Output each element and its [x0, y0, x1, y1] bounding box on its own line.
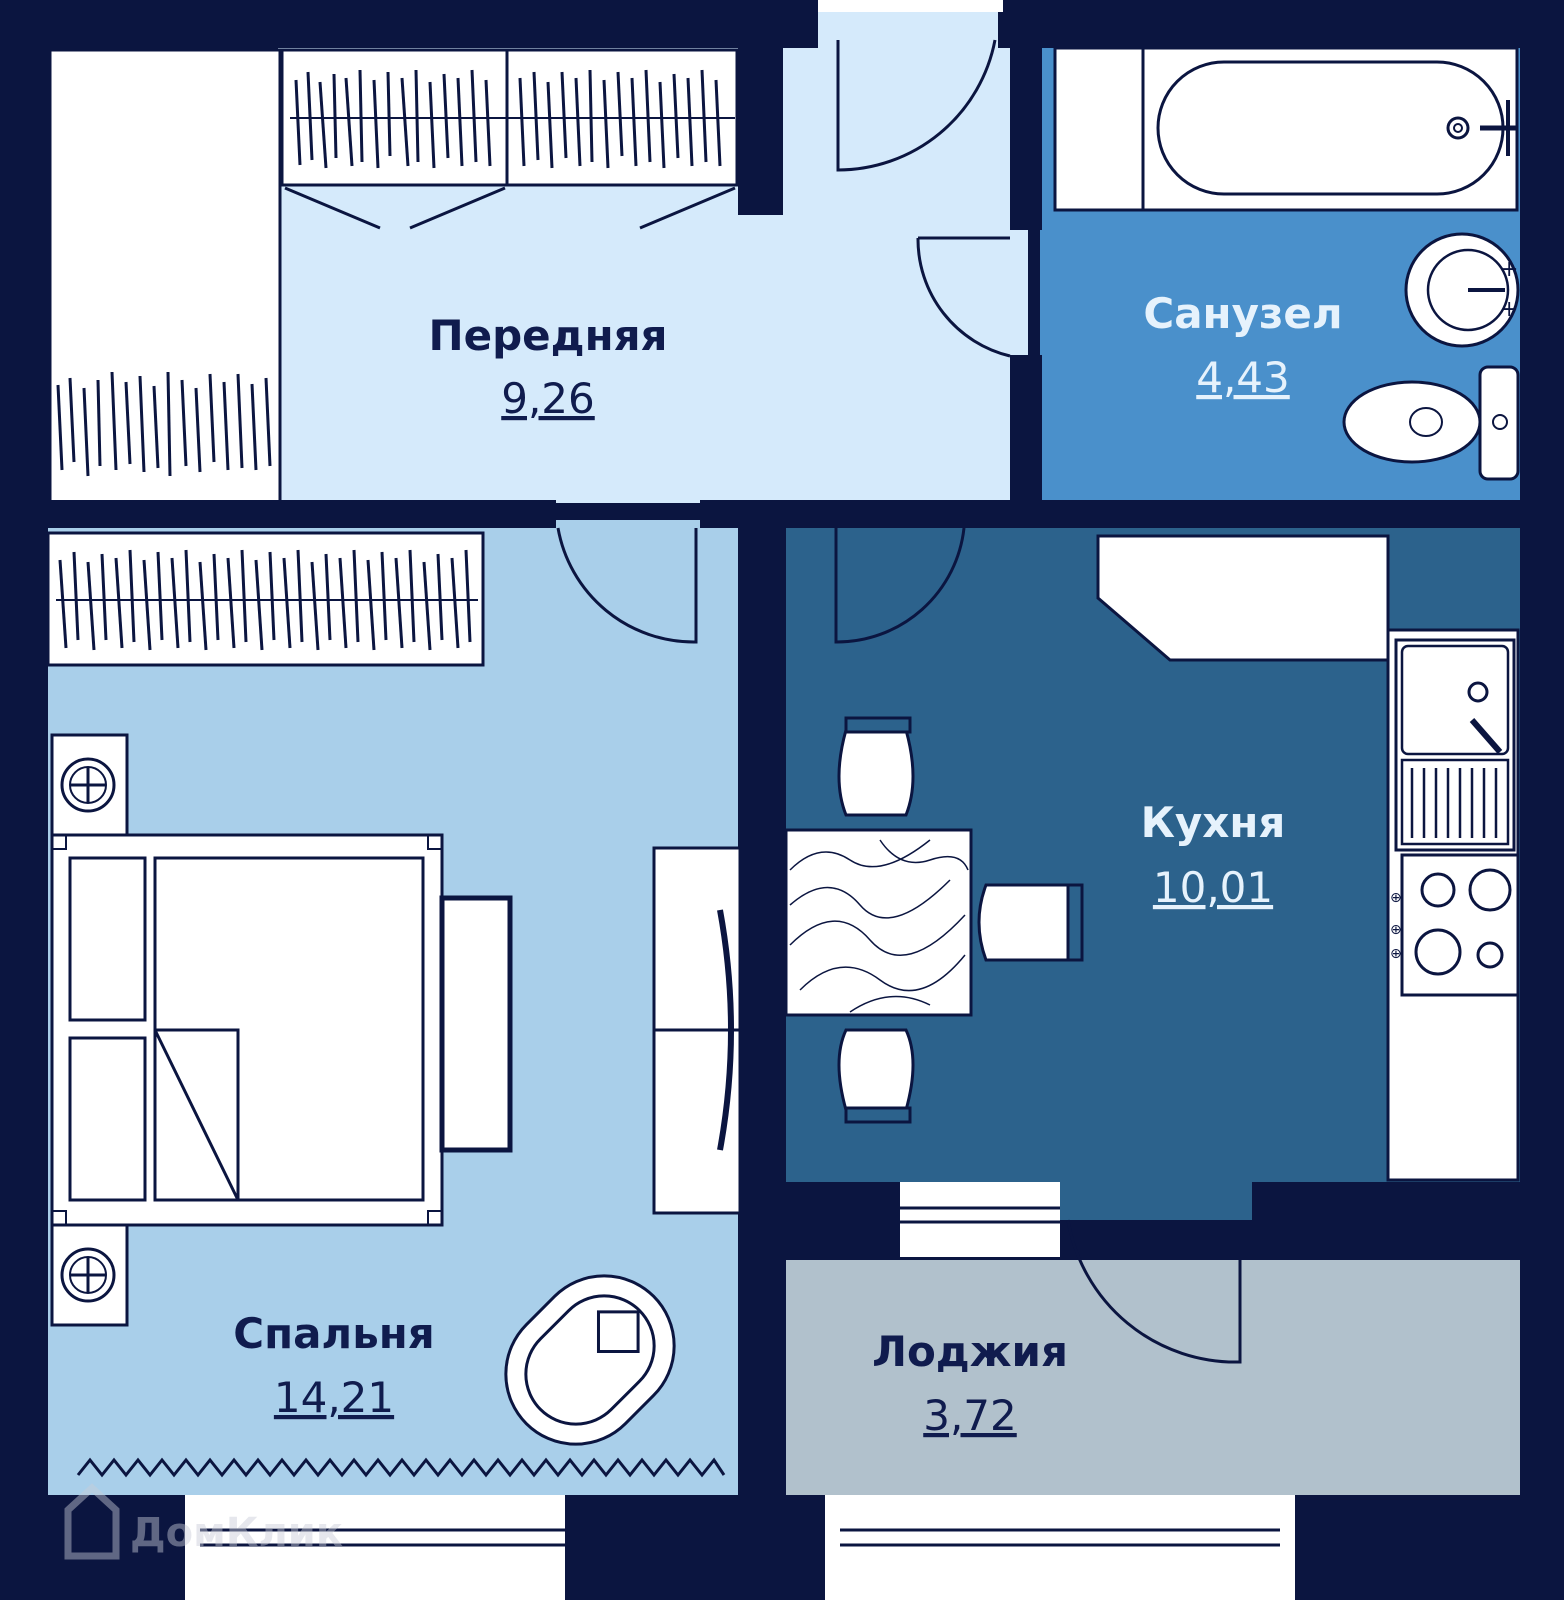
room-area-hallway: 9,26 — [501, 374, 595, 423]
room-name-loggia: Лоджия — [872, 1327, 1068, 1376]
burner-icon — [1420, 872, 1456, 908]
room-name-bathroom: Санузел — [1143, 289, 1342, 338]
storage-block — [48, 48, 282, 507]
svg-text:⊕: ⊕ — [1390, 946, 1402, 962]
bathroom-door-swing — [916, 236, 1011, 358]
burner-icon — [1468, 868, 1512, 912]
kitchen-cabinet — [1096, 534, 1390, 662]
rug-edge — [76, 1457, 726, 1478]
wardrobe-hangers — [294, 69, 722, 169]
burner-icon — [1476, 941, 1504, 969]
bedroom-wardrobe-hangers — [58, 549, 472, 651]
table-wood-grain — [789, 839, 969, 1013]
dining-table — [784, 828, 973, 1017]
entrance-floor — [818, 10, 998, 55]
bathroom-sink — [1404, 232, 1520, 348]
wall-loggia-left — [785, 1182, 900, 1260]
lamp-icon — [60, 757, 116, 813]
wall-hall-bath-upper — [1010, 10, 1042, 230]
wall-bath-kitchen — [968, 500, 1520, 528]
bathtub-basin — [1156, 60, 1505, 196]
room-loggia-floor — [785, 1260, 1520, 1495]
chair-top — [837, 716, 915, 817]
room-area-bedroom: 14,21 — [274, 1373, 394, 1422]
room-area-kitchen: 10,01 — [1153, 863, 1273, 912]
wall-hallway-bedroom — [48, 500, 556, 528]
sink-cross-icon: + — [1500, 257, 1518, 282]
svg-text:⊕: ⊕ — [1390, 890, 1402, 906]
pillow — [68, 1036, 147, 1202]
room-area-loggia: 3,72 — [923, 1391, 1017, 1440]
svg-text:+: + — [1500, 297, 1518, 322]
chair-right — [977, 883, 1084, 962]
window-loggia — [825, 1495, 1295, 1600]
tv-icon — [717, 909, 734, 1151]
svg-text:⊕: ⊕ — [1390, 922, 1402, 938]
room-area-bathroom: 4,43 — [1196, 353, 1290, 402]
watermark: ДомКлик — [64, 1483, 343, 1560]
entrance-opening — [818, 0, 1003, 12]
stove — [1400, 853, 1520, 997]
loggia-door-swing — [1066, 1219, 1242, 1364]
lamp-icon — [60, 1247, 116, 1303]
wall-hall-bath-lower — [1010, 355, 1042, 505]
bathtub-drain — [1446, 116, 1470, 140]
armchair — [504, 1274, 676, 1446]
wall-bedroom-kitchen — [738, 500, 786, 1500]
toilet-bowl — [1342, 380, 1482, 464]
wall-loggia-right — [1252, 1182, 1520, 1260]
burner-icon — [1414, 928, 1462, 976]
kitchen-door-threshold — [1060, 1175, 1260, 1220]
pillow — [68, 856, 147, 1022]
room-name-bedroom: Спальня — [233, 1309, 435, 1358]
bedroom-door-swing — [556, 527, 698, 644]
toilet-tank — [1478, 365, 1520, 481]
drainboard-lines — [1410, 768, 1498, 838]
room-name-hallway: Передняя — [428, 311, 667, 360]
entrance-door-swing — [836, 39, 997, 172]
watermark-text: ДомКлик — [130, 1510, 343, 1556]
kitchen-door-swing — [834, 527, 966, 644]
wall-hall-stub — [738, 40, 783, 215]
wardrobe-doors — [284, 186, 736, 230]
window-bedroom — [185, 1495, 565, 1600]
house-icon — [64, 1483, 120, 1560]
storage-hangers — [56, 371, 272, 477]
bench — [439, 895, 513, 1153]
chair-bottom — [837, 1028, 915, 1124]
room-name-kitchen: Кухня — [1141, 798, 1286, 847]
window-kitchen — [900, 1182, 1060, 1257]
